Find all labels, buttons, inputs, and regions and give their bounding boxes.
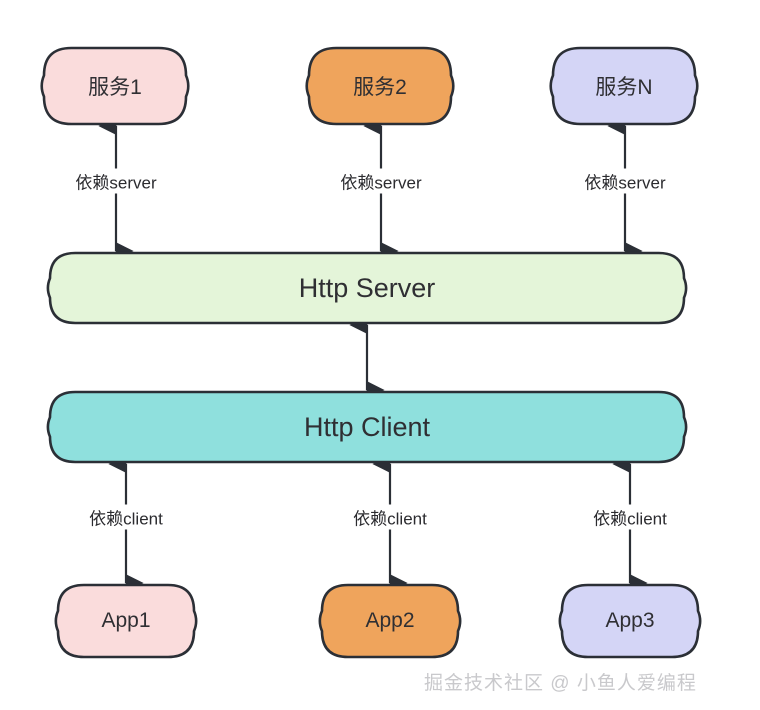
node-shape-service-n	[549, 46, 699, 126]
edge-label-text: 依赖server	[340, 168, 422, 194]
node-label-app-3: App3	[605, 609, 655, 632]
node-label-service-n: 服务N	[595, 76, 653, 99]
edge-label-app3-client: 依赖client	[593, 504, 667, 530]
node-shape-service-1	[40, 46, 190, 126]
node-label-service-1: 服务1	[88, 76, 142, 99]
edge-label-text: 依赖client	[353, 504, 427, 530]
node-label-http-server: Http Server	[298, 272, 436, 303]
node-shape-service-2	[305, 46, 455, 126]
node-label-http-client: Http Client	[303, 411, 431, 442]
node-label-app-1: App1	[101, 609, 151, 632]
edges-group	[98, 116, 648, 593]
node-label-service-2: 服务2	[353, 76, 407, 99]
edge-label-text: 依赖client	[593, 504, 667, 530]
edge-label-text: 依赖server	[584, 168, 666, 194]
edge-label-service2-server: 依赖server	[340, 168, 422, 194]
node-label-app-2: App2	[365, 609, 415, 632]
node-shape-app-2	[318, 583, 462, 659]
node-shape-app-3	[558, 583, 702, 659]
node-shape-app-1	[54, 583, 198, 659]
edge-label-servicen-server: 依赖server	[584, 168, 666, 194]
edge-label-text: 依赖client	[89, 504, 163, 530]
nodes-group	[40, 46, 702, 659]
edge-label-service1-server: 依赖server	[75, 168, 157, 194]
node-shape-http-server	[46, 251, 688, 325]
node-shape-http-client	[46, 390, 688, 464]
edge-label-app1-client: 依赖client	[89, 504, 163, 530]
edge-label-app2-client: 依赖client	[353, 504, 427, 530]
edge-label-text: 依赖server	[75, 168, 157, 194]
watermark-text: 掘金技术社区 @ 小鱼人爱编程	[424, 673, 697, 694]
